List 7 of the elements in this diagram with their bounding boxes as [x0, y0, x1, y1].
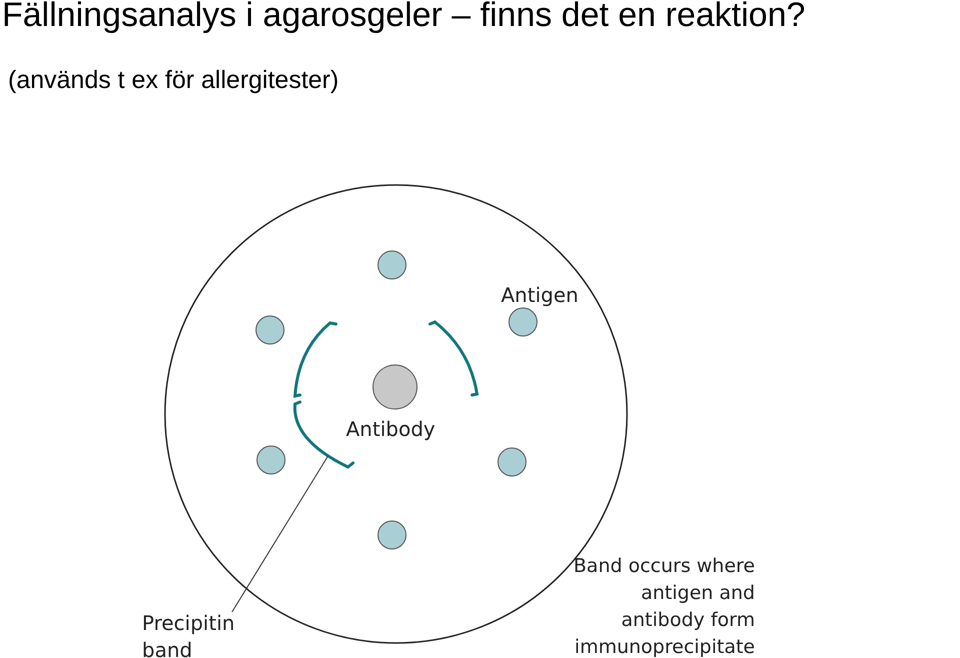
well-label: Antigen: [501, 282, 578, 309]
annotation-text: Band occurs where antigen and antibody form immunoprecipitate: [572, 554, 755, 658]
title: Fällningsanalys i agarosgeler – finns det en reaktion?: [2, 0, 806, 35]
leader-line: [232, 456, 328, 612]
well-label: Antibody: [346, 416, 436, 443]
callout-label: Precipitin band: [142, 610, 247, 658]
subtitle: (används t ex för allergitester): [8, 66, 339, 95]
